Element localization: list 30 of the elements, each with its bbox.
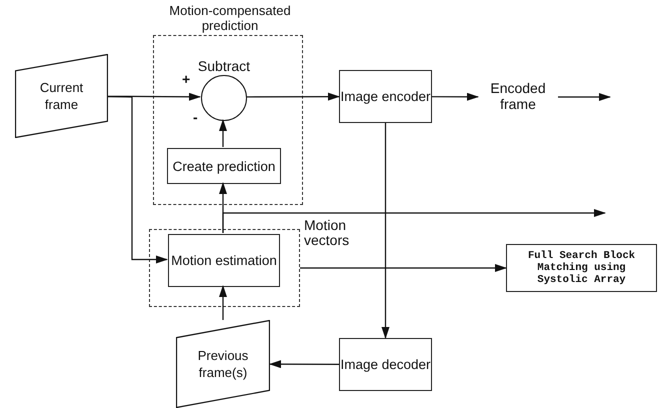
arrow	[219, 285, 227, 320]
sign-label: -	[193, 110, 198, 124]
arrow	[382, 123, 390, 339]
node-text: Create prediction	[172, 158, 276, 174]
node-text: Subtract	[196, 59, 252, 74]
arrow	[558, 93, 611, 101]
arrow	[219, 119, 227, 147]
arrow	[299, 264, 507, 272]
process-box	[167, 148, 281, 184]
group-heading: Motion-compensated prediction	[168, 3, 292, 33]
process-box	[339, 338, 432, 391]
process-box	[339, 70, 432, 123]
process-box	[168, 234, 280, 287]
frame-parallelogram	[176, 320, 270, 408]
node-text: Previous frame(s)	[196, 347, 250, 381]
frame-parallelogram	[15, 54, 108, 138]
arrow	[108, 96, 168, 264]
arrow	[222, 209, 606, 233]
sign-label: +	[182, 72, 190, 86]
node-text: Current frame	[38, 79, 84, 113]
node-text: Motion estimation	[171, 252, 277, 269]
arrow	[269, 360, 339, 368]
node-text: Full Search Block Matching using Systolic Array	[526, 250, 636, 286]
node-text: Image decoder	[340, 356, 431, 373]
process-box	[506, 244, 657, 292]
arrow	[246, 92, 340, 101]
arrow	[432, 92, 479, 101]
node-text: Image encoder	[340, 88, 431, 105]
arrow	[108, 92, 201, 101]
dashed-group-box	[149, 229, 300, 307]
